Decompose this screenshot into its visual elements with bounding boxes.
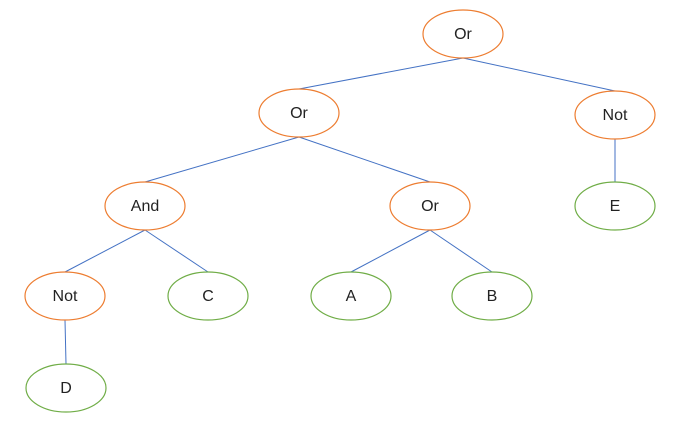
node-label: And <box>131 198 159 215</box>
node-ellipse <box>574 181 656 231</box>
node-label: Not <box>603 107 628 124</box>
node-label: C <box>202 288 214 305</box>
node-leaf-e: E <box>574 181 656 231</box>
edge-and_node-to-leaf_c <box>144 229 209 273</box>
node-ellipse <box>104 181 186 231</box>
node-label: D <box>60 380 72 397</box>
node-label: B <box>487 288 498 305</box>
node-ellipse <box>24 271 106 321</box>
edge-or_left-to-or_mid <box>298 136 431 183</box>
node-label: Or <box>290 105 308 122</box>
node-ellipse <box>574 90 656 140</box>
edges-layer <box>64 57 616 365</box>
edge-root_or-to-or_left <box>298 57 464 90</box>
edge-and_node-to-not_left <box>64 229 146 273</box>
node-ellipse <box>258 88 340 138</box>
node-or-mid: Or <box>389 181 471 231</box>
node-label: A <box>346 288 357 305</box>
node-not-left: Not <box>24 271 106 321</box>
node-leaf-b: B <box>451 271 533 321</box>
edge-or_mid-to-leaf_b <box>429 229 493 273</box>
node-label: Or <box>421 198 439 215</box>
node-ellipse <box>25 363 107 413</box>
node-label: Not <box>53 288 78 305</box>
edge-not_left-to-leaf_d <box>64 319 67 365</box>
node-ellipse <box>310 271 392 321</box>
edge-or_mid-to-leaf_a <box>350 229 431 273</box>
edge-root_or-to-not_right <box>462 57 616 92</box>
node-not-right: Not <box>574 90 656 140</box>
node-ellipse <box>451 271 533 321</box>
node-label: E <box>610 198 621 215</box>
node-and-node: And <box>104 181 186 231</box>
node-ellipse <box>389 181 471 231</box>
edge-or_left-to-and_node <box>144 136 300 183</box>
node-leaf-d: D <box>25 363 107 413</box>
node-or-left: Or <box>258 88 340 138</box>
node-ellipse <box>167 271 249 321</box>
node-leaf-a: A <box>310 271 392 321</box>
node-root-or: Or <box>422 9 504 59</box>
node-ellipse <box>422 9 504 59</box>
node-leaf-c: C <box>167 271 249 321</box>
node-label: Or <box>454 26 472 43</box>
